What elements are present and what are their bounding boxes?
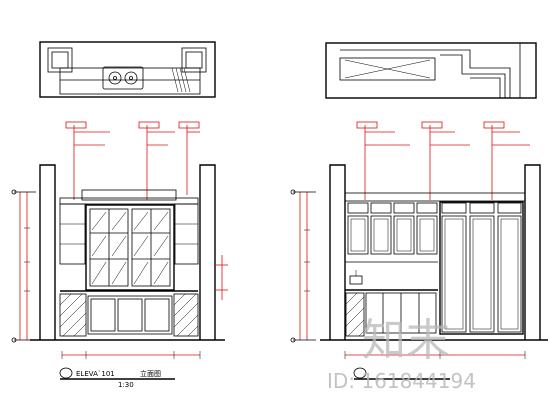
left-horizontal-dims <box>61 351 201 359</box>
right-callouts <box>356 121 530 200</box>
left-side-markers <box>215 255 228 300</box>
right-tall-cabinets <box>439 201 524 335</box>
left-vertical-dims <box>11 189 36 343</box>
left-plan-view <box>39 41 216 98</box>
left-callouts <box>65 121 200 200</box>
right-horizontal-dims <box>344 351 526 359</box>
right-vertical-dims <box>290 189 316 343</box>
left-glass-cabinet <box>85 204 175 291</box>
right-elevation <box>290 121 548 380</box>
right-hatch <box>345 292 365 337</box>
watermark: 知末 ID: 161844194 <box>327 315 476 393</box>
left-view-subtitle: 立面图 <box>140 369 161 378</box>
left-view-scale: 1:30 <box>118 381 134 389</box>
right-upper-cabinets <box>347 202 438 255</box>
watermark-logo-text: 知末 <box>362 315 450 366</box>
left-elevation: ELEVA`101 立面图 1:30 <box>11 121 228 389</box>
left-title-block: ELEVA`101 立面图 1:30 <box>59 367 175 389</box>
left-hatch <box>59 293 199 337</box>
left-view-title: ELEVA`101 <box>76 370 115 378</box>
right-title-block <box>353 367 450 380</box>
watermark-id-text: ID: 161844194 <box>327 369 476 393</box>
right-plan-view <box>325 42 537 99</box>
